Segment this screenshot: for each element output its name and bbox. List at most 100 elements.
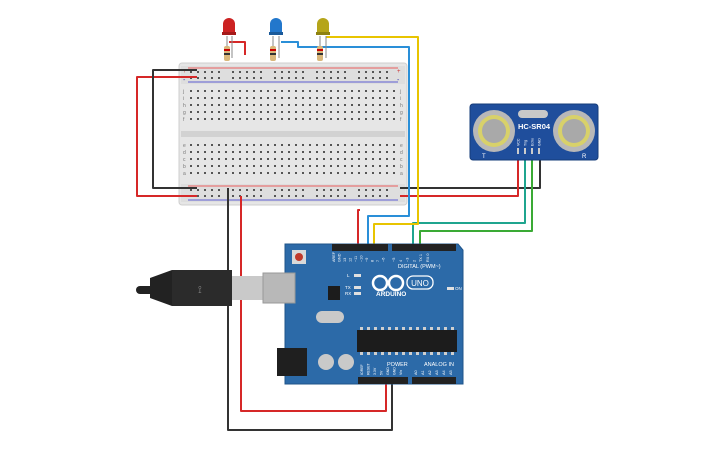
wire-yellow-led [326, 36, 419, 247]
wire-blue-led [281, 41, 410, 247]
wire-black-gnd [227, 188, 393, 431]
sensor-pin-label: GND [538, 138, 542, 146]
sensor-pin [517, 148, 519, 154]
sensor-r-label: R [582, 154, 587, 160]
analog-pin-label: A2 [428, 370, 432, 375]
power-pin-label: 3.3V [373, 367, 377, 375]
digital-pin-label: 13 [343, 258, 347, 262]
on-led-label: ON [455, 286, 462, 291]
rail-minus-label: - [183, 77, 186, 84]
wire-red-5v [240, 196, 387, 412]
arduino-logo: ARDUINO UNO [371, 274, 434, 298]
power-pin-label: GND [386, 367, 390, 375]
row-letter: h [183, 103, 186, 109]
digital-pin-label: ~9 [365, 258, 369, 262]
resistors [224, 46, 323, 61]
row-letter: f [400, 117, 402, 123]
sensor-model-label: HC-SR04 [518, 122, 551, 131]
row-letter: g [183, 110, 186, 116]
digital-pin-label: 8 [371, 260, 375, 262]
digital-pin-label: ~6 [382, 258, 386, 262]
row-letter: e [183, 143, 186, 149]
digital-header-label: DIGITAL (PWM~) [398, 264, 441, 270]
row-letter: a [400, 171, 403, 177]
row-letter: h [400, 103, 403, 109]
leds [222, 18, 330, 61]
power-pin-label: GND [393, 367, 397, 375]
analog-pin-label: A5 [449, 370, 453, 375]
row-letter: c [400, 157, 403, 163]
wire-red-left-loop [136, 76, 197, 197]
row-letter: j [182, 89, 184, 95]
arduino-uno: ARDUINO UNO DIGITAL (PWM~) POWER ANALOG … [262, 243, 464, 385]
digital-pin-label: ~3 [406, 258, 410, 262]
usb-cable: ⟟ [136, 270, 266, 306]
row-letter: i [183, 96, 184, 102]
digital-pin-label: 7 [376, 260, 380, 262]
usb-icon: ⟟ [198, 285, 202, 296]
power-pin-label: Vin [399, 370, 403, 375]
wire-red-led-to-arduino [357, 209, 360, 247]
rail-plus-label: + [183, 69, 187, 75]
digital-pin-label: ~5 [392, 258, 396, 262]
row-letter: g [400, 110, 403, 116]
digital-pin-label: GND [338, 253, 342, 262]
arduino-model-badge: UNO [411, 279, 429, 288]
power-header-label: POWER [387, 362, 408, 368]
rail-plus-label-right: + [397, 69, 401, 75]
wire-red-led [229, 41, 246, 55]
analog-header-label: ANALOG IN [424, 362, 454, 368]
sensor-pin-label: Trig [524, 140, 528, 146]
sensor-pin-label: Echo [531, 138, 535, 146]
led-tx-label: TX [345, 285, 351, 290]
power-pin-label: IOREF [360, 364, 364, 375]
row-letter: c [183, 157, 186, 163]
led-rx-label: RX [345, 291, 351, 296]
analog-pin-label: A0 [414, 370, 418, 375]
row-letter: d [400, 150, 403, 156]
analog-pin-label: A3 [435, 370, 439, 375]
digital-pin-label: AREF [332, 251, 336, 262]
wire-red-sensor-vcc [400, 152, 519, 197]
digital-pin-label: 4 [399, 260, 403, 262]
led-l-label: L [347, 273, 350, 278]
row-letter: b [183, 164, 186, 170]
wire-black-left-loop [152, 69, 197, 189]
analog-pin-label: A1 [421, 370, 425, 375]
digital-pin-label: 12 [349, 258, 353, 262]
row-letter: f [183, 117, 185, 123]
wire-teal-sensor-trig [412, 152, 526, 247]
digital-pin-label: RX 0 [426, 254, 430, 262]
sensor-pin [531, 148, 533, 154]
sensor-pin [524, 148, 526, 154]
digital-pin-label: ~10 [360, 256, 364, 262]
row-letter: a [183, 171, 186, 177]
row-letter: b [400, 164, 403, 170]
digital-pin-label: TX 1 [419, 254, 423, 262]
digital-pin-label: ~11 [354, 256, 358, 262]
analog-pin-label: A4 [442, 370, 446, 375]
wires [136, 36, 541, 431]
wire-green-sensor-echo [419, 152, 533, 247]
row-letter: d [183, 150, 186, 156]
breadboard-holes [190, 71, 395, 197]
digital-pin-label: 2 [412, 260, 416, 262]
row-letter: j [399, 89, 401, 95]
breadboard-rail-symbols: + - + - [183, 69, 401, 84]
row-letter: i [400, 96, 401, 102]
wire-black-sensor-gnd [400, 152, 541, 189]
row-letter: e [400, 143, 403, 149]
sensor-pin [538, 148, 540, 154]
power-pin-label: 5V [380, 370, 384, 375]
sensor-pin-label: VCC [517, 138, 521, 146]
arduino-logo-text: ARDUINO [376, 291, 406, 298]
sensor-t-label: T [482, 154, 486, 160]
power-pin-label: RESET [367, 362, 371, 375]
